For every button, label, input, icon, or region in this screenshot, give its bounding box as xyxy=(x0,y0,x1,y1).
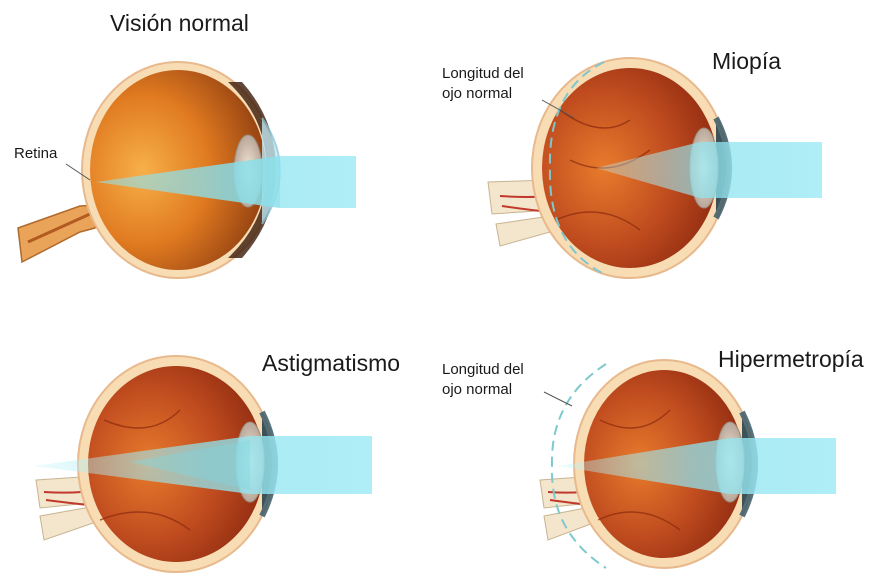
hyperopia-eye xyxy=(540,360,836,568)
hyperopia-length-label-line1: Longitud del xyxy=(442,360,524,380)
astigmatism-title: Astigmatismo xyxy=(262,350,400,377)
hyperopia-length-label-line2: ojo normal xyxy=(442,380,512,400)
myopia-eye xyxy=(488,58,822,278)
myopia-length-label-line2: ojo normal xyxy=(442,84,512,104)
optic-nerve xyxy=(18,205,98,262)
hyperopia-title: Hipermetropía xyxy=(718,346,864,373)
normal-eye xyxy=(18,62,356,278)
myopia-title: Miopía xyxy=(712,48,781,75)
optic-nerve-sheath xyxy=(496,216,550,246)
astigmatism-eye xyxy=(34,356,372,572)
length-pointer xyxy=(544,392,572,406)
myopia-length-label-line1: Longitud del xyxy=(442,64,524,84)
retina-label: Retina xyxy=(14,144,57,164)
normal-vision-title: Visión normal xyxy=(110,10,249,37)
